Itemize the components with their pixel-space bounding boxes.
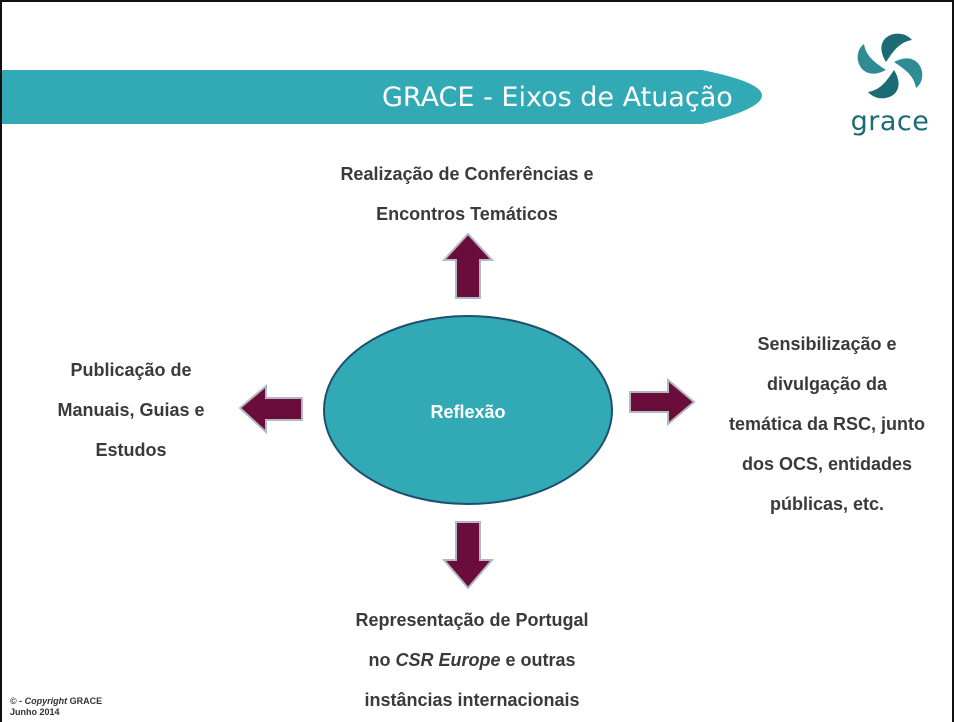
top-text-line2: Encontros Temáticos: [376, 204, 558, 224]
bottom-text-line1: Representação de Portugal: [355, 610, 589, 630]
arrow-right: [629, 377, 696, 427]
arrow-down: [441, 521, 495, 590]
top-text: Realização de Conferências e Encontros T…: [292, 154, 642, 234]
right-text: Sensibilização e divulgação da temática …: [702, 324, 952, 524]
csr-europe-text: CSR Europe: [395, 650, 501, 670]
right-text-line4: dos OCS, entidades: [741, 454, 913, 474]
logo-wordmark: grace: [850, 106, 930, 137]
copyright-footer: © - Copyright GRACE Junho 2014: [10, 696, 102, 718]
bottom-text-line2-a: no: [368, 650, 396, 670]
copyright-word: Copyright: [24, 696, 68, 706]
arrow-up: [441, 232, 495, 299]
arrow-left: [238, 383, 303, 435]
right-text-line1: Sensibilização e: [757, 334, 897, 354]
grace-logo: grace: [840, 26, 940, 156]
copyright-dash: -: [16, 696, 25, 706]
copyright-date: Junho 2014: [10, 707, 60, 717]
title-banner-shape: [2, 70, 762, 124]
copyright-line: © - Copyright GRACE: [10, 696, 102, 707]
bottom-text-line2-b: e outras: [500, 650, 576, 670]
right-text-line2: divulgação da: [766, 374, 888, 394]
grace-logo-icon: [857, 33, 923, 99]
page-title: GRACE - Eixos de Atuação: [382, 82, 733, 113]
center-ellipse: [323, 315, 613, 505]
copyright-company: GRACE: [67, 696, 103, 706]
left-text-line2: Manuais, Guias e: [57, 400, 205, 420]
left-text-line3: Estudos: [95, 440, 167, 460]
right-text-line3: temática da RSC, junto: [728, 414, 926, 434]
right-text-line5: públicas, etc.: [769, 494, 885, 514]
title-banner: [2, 70, 762, 124]
copyright-symbol: ©: [10, 696, 17, 706]
top-text-line1: Realização de Conferências e: [340, 164, 594, 184]
bottom-text-line3: instâncias internacionais: [364, 690, 580, 710]
center-label: Reflexão: [430, 402, 506, 422]
left-text: Publicação de Manuais, Guias e Estudos: [26, 350, 236, 470]
bottom-text-line2: no CSR Europe e outras: [302, 640, 642, 680]
left-text-line1: Publicação de: [70, 360, 192, 380]
bottom-text: Representação de Portugal no CSR Europe …: [302, 600, 642, 720]
